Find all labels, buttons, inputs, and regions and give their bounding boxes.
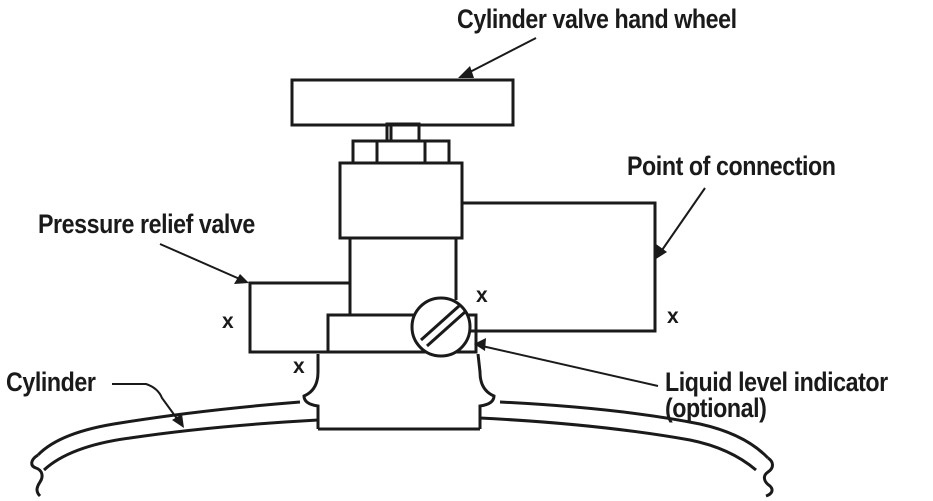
liquid-level-indicator — [410, 296, 472, 358]
x-mark-base: x — [293, 355, 305, 378]
label-point-of-connection: Point of connection — [627, 151, 836, 181]
cylinder-shell — [30, 400, 774, 498]
arrowhead-indicator — [474, 338, 486, 351]
valve-base-fitting — [302, 353, 496, 431]
point-of-connection-box — [462, 201, 657, 333]
valve-stem — [348, 238, 458, 315]
valve-upper-body — [338, 161, 464, 240]
hand-wheel — [290, 78, 515, 127]
x-mark-relief: x — [222, 310, 234, 333]
arrowhead-connection — [656, 244, 667, 259]
x-mark-indicator: x — [476, 284, 488, 307]
arrowheads — [172, 66, 667, 428]
label-liquid-level-optional: (optional) — [665, 393, 767, 423]
valve-lower-body — [326, 313, 478, 354]
valve-bonnet-nut — [351, 139, 451, 165]
label-cylinder: Cylinder — [6, 367, 96, 397]
label-pressure-relief-valve: Pressure relief valve — [38, 209, 255, 239]
leader-lines — [112, 37, 706, 421]
x-mark-connection: x — [667, 305, 679, 328]
arrowhead-relief — [234, 274, 249, 284]
arrowhead-cylinder — [172, 414, 184, 428]
arrowhead-hand-wheel — [458, 66, 474, 78]
pressure-relief-valve-box — [248, 281, 350, 354]
label-hand-wheel: Cylinder valve hand wheel — [457, 4, 737, 34]
label-liquid-level-indicator: Liquid level indicator — [665, 367, 888, 397]
